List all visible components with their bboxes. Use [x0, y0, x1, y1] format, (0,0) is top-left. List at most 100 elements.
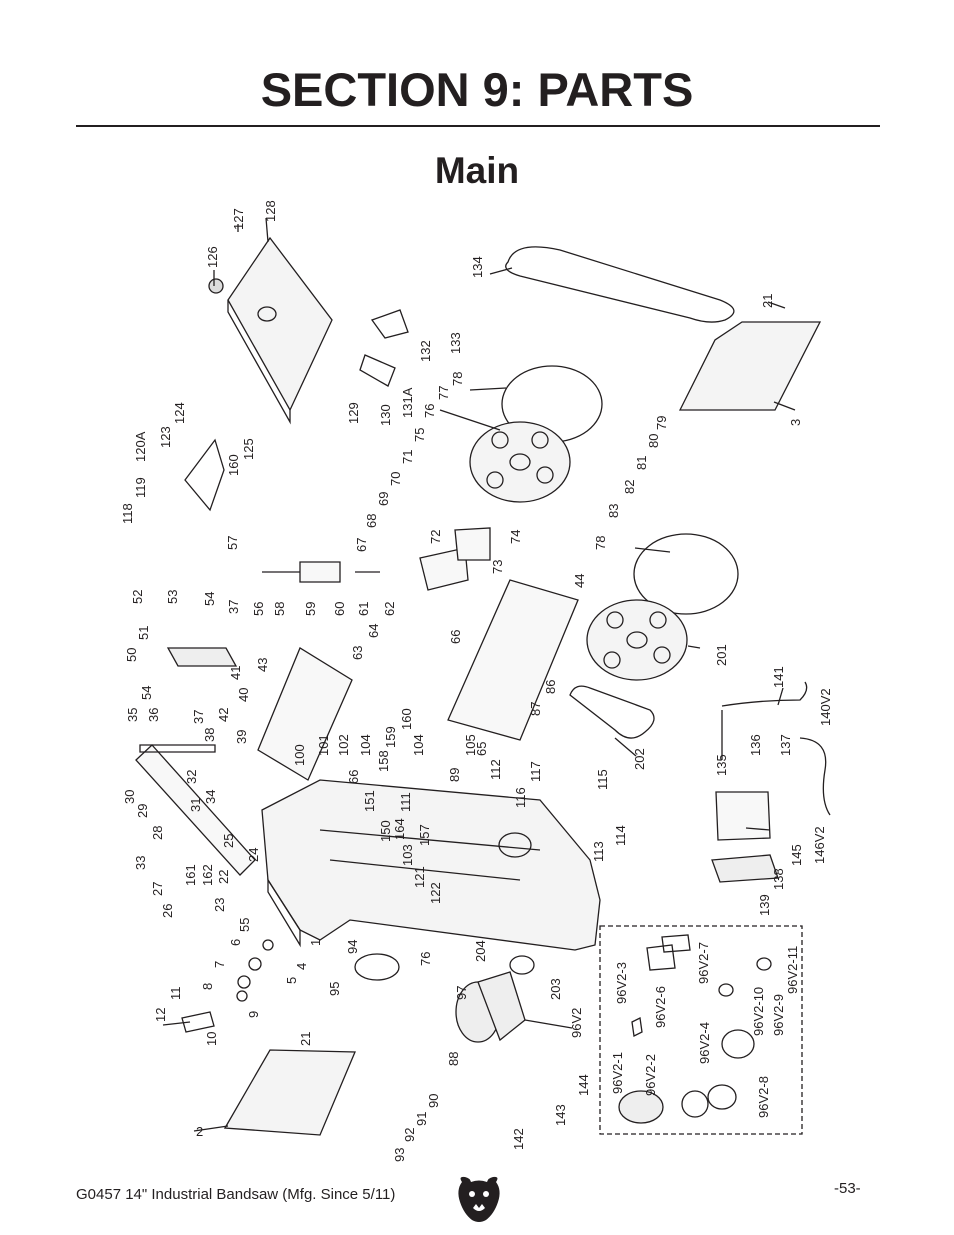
part-label: 203 — [548, 978, 563, 1000]
part-label: 118 — [120, 503, 135, 524]
part-label: 96V2-7 — [696, 942, 711, 984]
part-label: 161 — [183, 864, 198, 886]
part-label: 51 — [136, 626, 151, 640]
part-label: 142 — [511, 1128, 526, 1150]
part-label: 96V2-10 — [751, 987, 766, 1036]
part-label: 112 — [488, 759, 503, 780]
part-label: 7 — [212, 961, 227, 968]
part-label: 26 — [160, 904, 175, 918]
page-title: SECTION 9: PARTS — [260, 63, 694, 116]
part-label: 119 — [133, 477, 148, 498]
part-label: 3 — [788, 419, 803, 426]
part-label: 133 — [448, 332, 463, 354]
part-label: 96V2 — [569, 1008, 584, 1038]
part-label: 40 — [236, 688, 251, 702]
part-label: 105 — [463, 734, 478, 756]
part-label: 53 — [165, 590, 180, 604]
part-label: 71 — [400, 450, 415, 464]
part-label: 77 — [436, 386, 451, 400]
part-label: 202 — [632, 748, 647, 770]
part-label: 55 — [237, 918, 252, 932]
part-label: 24 — [246, 848, 261, 862]
part-label: 54 — [202, 592, 217, 606]
part-label: 54 — [139, 686, 154, 700]
part-label: 143 — [553, 1104, 568, 1126]
part-label: 43 — [255, 658, 270, 672]
part-label: 164 — [392, 818, 407, 840]
part-label: 116 — [513, 787, 528, 808]
part-label: 27 — [150, 882, 165, 896]
part-label: 146V2 — [812, 826, 827, 864]
part-label: 75 — [412, 428, 427, 442]
part-label: 117 — [528, 761, 543, 782]
part-label: 80 — [646, 434, 661, 448]
part-label: 151 — [362, 790, 377, 812]
part-label: 37 — [226, 600, 241, 614]
part-label: 38 — [202, 728, 217, 742]
part-label: 150 — [378, 820, 393, 842]
part-label: 81 — [634, 456, 649, 470]
part-label: 139 — [757, 894, 772, 916]
part-label: 74 — [508, 530, 523, 544]
part-label: 120A — [133, 431, 148, 462]
part-label: 42 — [216, 708, 231, 722]
part-label: 124 — [172, 402, 187, 424]
part-label: 62 — [382, 602, 397, 616]
part-label: 22 — [216, 870, 231, 884]
part-label: 78 — [593, 536, 608, 550]
part-label: 122 — [428, 882, 443, 904]
part-label: 65 — [474, 742, 489, 756]
part-label: 32 — [184, 770, 199, 784]
part-label: 21 — [298, 1032, 313, 1046]
part-label: 96V2-9 — [771, 994, 786, 1036]
part-label: 96V2-2 — [643, 1054, 658, 1096]
part-label: 86 — [543, 680, 558, 694]
part-label: 141 — [771, 666, 786, 688]
part-label: 93 — [392, 1148, 407, 1162]
exploded-parts-diagram: 126 127 128 134 21 3 133 132 131A 130 12… — [120, 200, 833, 1162]
part-label: 121 — [412, 866, 427, 888]
part-label: 96V2-11 — [785, 946, 800, 994]
part-label: 94 — [345, 940, 360, 954]
part-label: 57 — [225, 536, 240, 550]
part-label: 140V2 — [818, 688, 833, 726]
part-label: 76 — [418, 952, 433, 966]
part-label: 136 — [748, 734, 763, 756]
part-label: 66 — [346, 770, 361, 784]
part-label: 96V2-1 — [610, 1052, 625, 1094]
part-label: 96V2-6 — [653, 986, 668, 1028]
part-label: 131A — [400, 387, 415, 418]
part-label: 56 — [251, 602, 266, 616]
footer-model: G0457 14" Industrial Bandsaw (Mfg. Since… — [76, 1186, 396, 1203]
part-label: 201 — [714, 644, 729, 666]
part-label: 61 — [356, 602, 371, 616]
part-label: 58 — [272, 602, 287, 616]
part-label: 137 — [778, 734, 793, 756]
part-label: 4 — [294, 963, 309, 970]
part-label: 37 — [191, 710, 206, 724]
part-label: 2 — [196, 1124, 203, 1139]
part-label: 29 — [135, 804, 150, 818]
part-label: 204 — [473, 940, 488, 962]
part-label: 123 — [158, 426, 173, 448]
part-label: 8 — [200, 983, 215, 990]
part-label: 52 — [130, 590, 145, 604]
part-label: 10 — [204, 1032, 219, 1046]
part-label: 39 — [234, 730, 249, 744]
part-label: 59 — [303, 602, 318, 616]
part-label: 125 — [241, 438, 256, 460]
part-label: 92 — [402, 1128, 417, 1142]
part-label: 158 — [376, 750, 391, 772]
part-label: 132 — [418, 340, 433, 362]
part-label: 91 — [414, 1112, 429, 1126]
part-label: 9 — [246, 1011, 261, 1018]
part-label: 138 — [771, 868, 786, 890]
section-subtitle: Main — [434, 150, 520, 191]
part-label: 97 — [454, 986, 469, 1000]
part-label: 31 — [188, 798, 203, 812]
part-label: 73 — [490, 560, 505, 574]
part-label: 160 — [226, 454, 241, 476]
part-label: 104 — [411, 734, 426, 756]
part-label: 144 — [576, 1074, 591, 1096]
part-label: 162 — [200, 864, 215, 886]
